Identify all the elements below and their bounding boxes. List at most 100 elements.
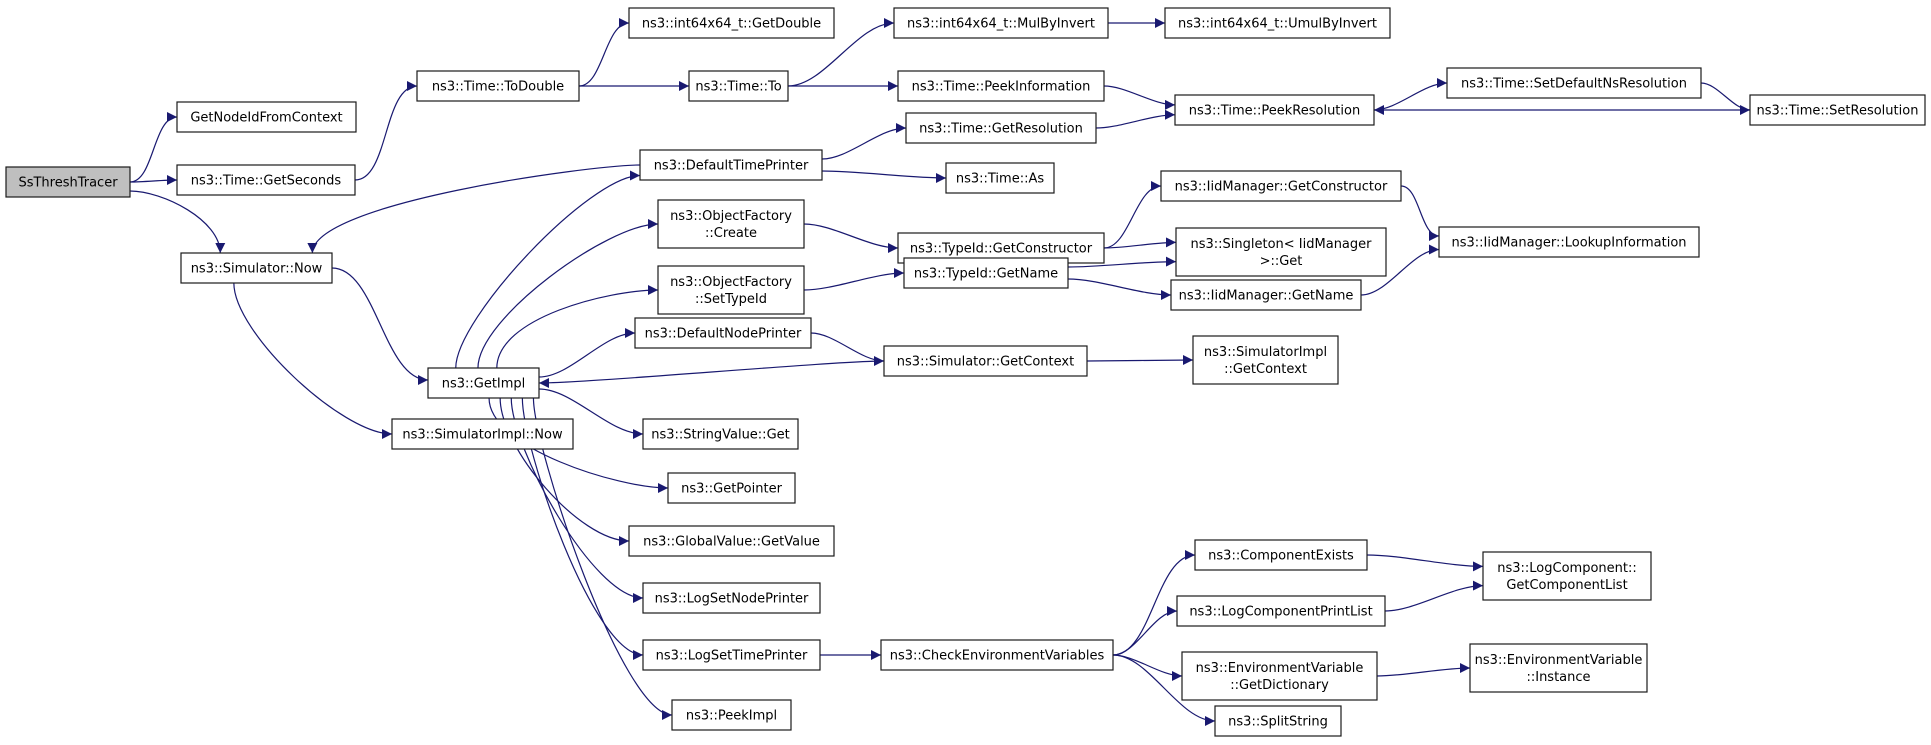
node-box-time-getresolution[interactable] (905, 112, 1097, 144)
node-box-componentexists[interactable] (1194, 539, 1368, 571)
node-box-checkenvironmentvariables[interactable] (880, 639, 1114, 671)
node-box-time-todouble[interactable] (416, 70, 580, 102)
node-splitstring[interactable]: ns3::SplitString (1214, 705, 1342, 737)
node-box-int64x64-mulbyinvert[interactable] (893, 7, 1109, 39)
node-box-peekimpl[interactable] (671, 699, 792, 731)
node-peekimpl[interactable]: ns3::PeekImpl (671, 699, 792, 731)
node-defaultnodeprinter[interactable]: ns3::DefaultNodePrinter (634, 317, 812, 349)
node-box-objectfactory-create[interactable] (657, 199, 805, 249)
node-label-logcomponent-getcomponentlist-line2: GetComponentList (1506, 578, 1627, 593)
node-logcomponentprintlist[interactable]: ns3::LogComponentPrintList (1176, 595, 1386, 627)
node-time-peekinformation[interactable]: ns3::Time::PeekInformation (897, 70, 1105, 102)
node-label-logcomponentprintlist: ns3::LogComponentPrintList (1189, 605, 1372, 620)
node-box-logcomponent-getcomponentlist[interactable] (1482, 551, 1652, 601)
node-box-iidmanager-getconstructor[interactable] (1160, 170, 1402, 202)
edge-getimpl-to-defaultnodeprinter (538, 328, 636, 378)
node-iidmanager-getconstructor[interactable]: ns3::IidManager::GetConstructor (1160, 170, 1402, 202)
node-label-logcomponent-getcomponentlist-line1: ns3::LogComponent:: (1497, 561, 1637, 576)
node-box-int64x64-umulbyinvert[interactable] (1164, 7, 1391, 39)
node-environmentvariable-getdictionary[interactable]: ns3::EnvironmentVariable::GetDictionary (1181, 651, 1378, 701)
node-box-iidmanager-getname[interactable] (1170, 279, 1362, 311)
node-box-simulator-getcontext[interactable] (883, 345, 1088, 377)
node-logcomponent-getcomponentlist[interactable]: ns3::LogComponent::GetComponentList (1482, 551, 1652, 601)
node-defaulttimeprinter[interactable]: ns3::DefaultTimePrinter (639, 149, 823, 181)
node-getimpl[interactable]: ns3::GetImpl (427, 367, 540, 399)
node-box-defaultnodeprinter[interactable] (634, 317, 812, 349)
edge-time-to-to-int64x64-mulbyinvert (787, 18, 895, 87)
node-typeid-getconstructor[interactable]: ns3::TypeId::GetConstructor (897, 232, 1105, 264)
node-label-environmentvariable-instance-line2: ::Instance (1526, 670, 1590, 685)
node-box-splitstring[interactable] (1214, 705, 1342, 737)
node-componentexists[interactable]: ns3::ComponentExists (1194, 539, 1368, 571)
node-objectfactory-settypeid[interactable]: ns3::ObjectFactory::SetTypeId (657, 265, 805, 315)
node-logsetnodeprinter[interactable]: ns3::LogSetNodePrinter (642, 582, 821, 614)
node-label-getpointer: ns3::GetPointer (681, 482, 782, 497)
edge-checkenvironmentvariables-to-logcomponentprintlist (1112, 606, 1178, 656)
node-box-logsetnodeprinter[interactable] (642, 582, 821, 614)
node-box-environmentvariable-instance[interactable] (1469, 643, 1648, 693)
edge-logcomponentprintlist-to-logcomponent-getcomponentlist (1384, 580, 1484, 612)
node-time-getseconds[interactable]: ns3::Time::GetSeconds (176, 164, 356, 196)
edge-time-todouble-to-int64x64-getdouble (578, 18, 630, 87)
node-time-setdefaultnsresolution[interactable]: ns3::Time::SetDefaultNsResolution (1446, 67, 1702, 99)
node-time-todouble[interactable]: ns3::Time::ToDouble (416, 70, 580, 102)
node-box-defaulttimeprinter[interactable] (639, 149, 823, 181)
node-logsettimeprinter[interactable]: ns3::LogSetTimePrinter (642, 639, 821, 671)
node-box-environmentvariable-getdictionary[interactable] (1181, 651, 1378, 701)
node-int64x64-mulbyinvert[interactable]: ns3::int64x64_t::MulByInvert (893, 7, 1109, 39)
node-box-getimpl[interactable] (427, 367, 540, 399)
node-box-getpointer[interactable] (667, 472, 796, 504)
node-label-objectfactory-settypeid-line2: ::SetTypeId (695, 292, 767, 307)
node-label-objectfactory-settypeid-line1: ns3::ObjectFactory (670, 275, 792, 290)
node-box-simulator-now[interactable] (180, 252, 333, 284)
node-label-stringvalue-get: ns3::StringValue::Get (651, 428, 789, 443)
node-box-objectfactory-settypeid[interactable] (657, 265, 805, 315)
node-box-time-peekresolution[interactable] (1174, 94, 1375, 126)
node-box-time-to[interactable] (688, 70, 789, 102)
node-time-to[interactable]: ns3::Time::To (688, 70, 789, 102)
node-checkenvironmentvariables[interactable]: ns3::CheckEnvironmentVariables (880, 639, 1114, 671)
node-box-typeid-getname[interactable] (903, 257, 1069, 289)
node-globalvalue-getvalue[interactable]: ns3::GlobalValue::GetValue (628, 525, 835, 557)
node-getnodeidfromcontext[interactable]: GetNodeIdFromContext (176, 101, 357, 133)
node-ssthreshtracer: SsThreshTracer (5, 166, 131, 198)
node-box-time-setdefaultnsresolution[interactable] (1446, 67, 1702, 99)
node-iidmanager-getname[interactable]: ns3::IidManager::GetName (1170, 279, 1362, 311)
node-box-stringvalue-get[interactable] (642, 418, 799, 450)
node-box-globalvalue-getvalue[interactable] (628, 525, 835, 557)
node-simulatorimpl-now[interactable]: ns3::SimulatorImpl::Now (391, 418, 574, 450)
node-typeid-getname[interactable]: ns3::TypeId::GetName (903, 257, 1069, 289)
node-box-time-peekinformation[interactable] (897, 70, 1105, 102)
node-int64x64-getdouble[interactable]: ns3::int64x64_t::GetDouble (628, 7, 835, 39)
node-singleton-iidmanager-get[interactable]: ns3::Singleton< IidManager>::Get (1175, 227, 1387, 277)
node-box-time-getseconds[interactable] (176, 164, 356, 196)
node-label-defaulttimeprinter: ns3::DefaultTimePrinter (654, 159, 809, 174)
node-iidmanager-lookupinformation[interactable]: ns3::IidManager::LookupInformation (1438, 226, 1700, 258)
node-int64x64-umulbyinvert[interactable]: ns3::int64x64_t::UmulByInvert (1164, 7, 1391, 39)
node-stringvalue-get[interactable]: ns3::StringValue::Get (642, 418, 799, 450)
node-simulator-now[interactable]: ns3::Simulator::Now (180, 252, 333, 284)
node-box-iidmanager-lookupinformation[interactable] (1438, 226, 1700, 258)
node-time-getresolution[interactable]: ns3::Time::GetResolution (905, 112, 1097, 144)
node-box-logsettimeprinter[interactable] (642, 639, 821, 671)
edge-time-setdefaultnsresolution-to-time-setresolution (1700, 82, 1751, 115)
node-box-simulatorimpl-getcontext[interactable] (1192, 335, 1339, 385)
node-box-simulatorimpl-now[interactable] (391, 418, 574, 450)
node-time-setresolution[interactable]: ns3::Time::SetResolution (1749, 94, 1926, 126)
node-box-time-as[interactable] (945, 162, 1055, 194)
node-simulatorimpl-getcontext[interactable]: ns3::SimulatorImpl::GetContext (1192, 335, 1339, 385)
node-box-singleton-iidmanager-get[interactable] (1175, 227, 1387, 277)
node-time-peekresolution[interactable]: ns3::Time::PeekResolution (1174, 94, 1375, 126)
node-environmentvariable-instance[interactable]: ns3::EnvironmentVariable::Instance (1469, 643, 1648, 693)
node-label-simulatorimpl-now: ns3::SimulatorImpl::Now (402, 428, 563, 443)
node-box-getnodeidfromcontext[interactable] (176, 101, 357, 133)
node-label-time-to: ns3::Time::To (695, 80, 781, 95)
node-box-time-setresolution[interactable] (1749, 94, 1926, 126)
node-box-int64x64-getdouble[interactable] (628, 7, 835, 39)
node-time-as[interactable]: ns3::Time::As (945, 162, 1055, 194)
node-simulator-getcontext[interactable]: ns3::Simulator::GetContext (883, 345, 1088, 377)
node-box-logcomponentprintlist[interactable] (1176, 595, 1386, 627)
node-getpointer[interactable]: ns3::GetPointer (667, 472, 796, 504)
edge-componentexists-to-logcomponent-getcomponentlist (1366, 554, 1484, 572)
node-objectfactory-create[interactable]: ns3::ObjectFactory::Create (657, 199, 805, 249)
